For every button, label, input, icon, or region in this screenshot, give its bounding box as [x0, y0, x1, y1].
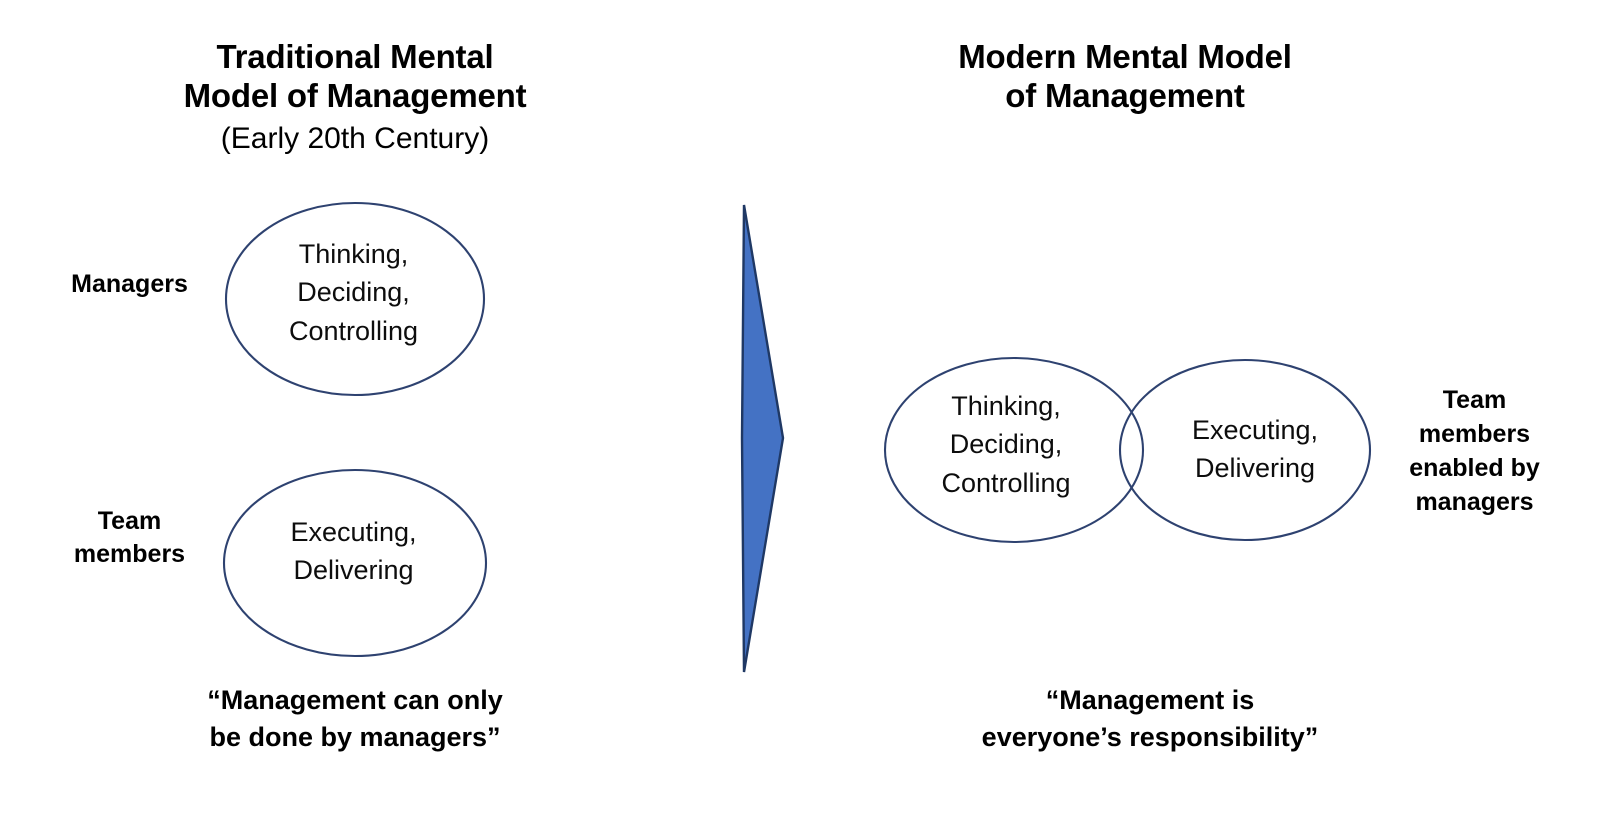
label-enabled-line2: members	[1418, 420, 1531, 448]
left-caption-line1: “Management can only	[207, 685, 503, 715]
text-line: Controlling	[941, 467, 1071, 498]
label-enabled-line1: Team	[1442, 386, 1507, 414]
label-managers-text: Managers	[71, 270, 188, 298]
ellipse-managers-label: Thinking, Deciding, Controlling	[246, 235, 461, 350]
right-caption-line1: “Management is	[1045, 685, 1255, 715]
left-caption-line2: be done by managers”	[209, 721, 501, 752]
text-line: Controlling	[288, 315, 419, 346]
left-title-line1: Traditional Mental	[216, 38, 494, 75]
text-line: Delivering	[293, 555, 414, 586]
left-panel-title: Traditional Mental Model of Management (…	[110, 38, 600, 156]
text-line: Executing,	[290, 517, 417, 547]
text-line: Deciding,	[949, 429, 1063, 460]
right-caption-line2: everyone’s responsibility”	[981, 721, 1319, 752]
chevron-right-arrow	[740, 204, 785, 673]
text-line: Thinking,	[298, 239, 409, 269]
label-team-enabled-by-managers: Team members enabled by managers	[1382, 383, 1567, 519]
right-panel-title: Modern Mental Model of Management	[880, 38, 1370, 116]
ellipse-team-executing	[222, 468, 488, 658]
ellipse-modern-executing	[1118, 358, 1372, 542]
left-title-line2: Model of Management	[183, 76, 527, 114]
text-line: Deciding,	[297, 277, 410, 308]
ellipse-team-label: Executing, Delivering	[246, 513, 461, 590]
ellipse-managers-thinking	[224, 201, 486, 397]
right-title-line1: Modern Mental Model	[958, 38, 1292, 75]
ellipse-modern-thinking	[883, 356, 1145, 544]
label-team-members-line1: Team	[97, 507, 162, 535]
right-title-line2: of Management	[1005, 76, 1245, 114]
ellipse-modern-thinking-label: Thinking, Deciding, Controlling	[906, 387, 1106, 502]
label-team-members-line2: members	[73, 540, 186, 568]
label-team-members: Team members	[47, 505, 212, 571]
label-enabled-line4: managers	[1415, 488, 1534, 516]
left-panel-caption: “Management can only be done by managers…	[135, 682, 575, 755]
right-panel-caption: “Management is everyone’s responsibility…	[930, 682, 1370, 755]
label-managers: Managers	[47, 268, 212, 301]
text-line: Thinking,	[951, 391, 1061, 421]
text-line: Executing,	[1191, 415, 1319, 445]
left-title-subtitle: (Early 20th Century)	[220, 121, 490, 155]
label-enabled-line3: enabled by	[1409, 454, 1540, 482]
ellipse-modern-executing-label: Executing, Delivering	[1160, 411, 1350, 488]
text-line: Delivering	[1194, 453, 1316, 484]
